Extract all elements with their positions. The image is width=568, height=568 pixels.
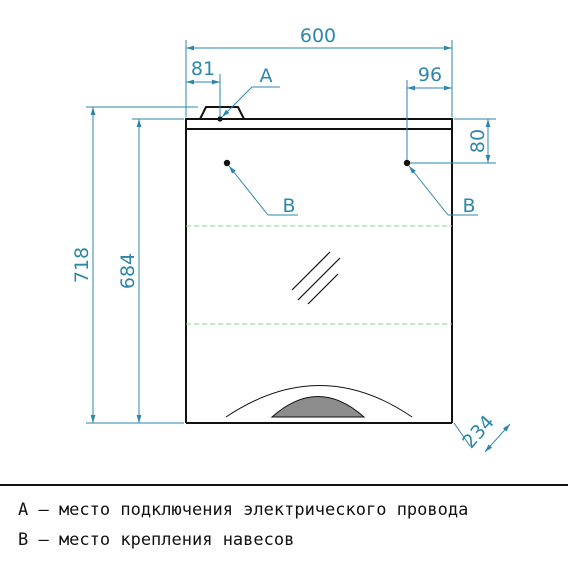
mount-point-right — [403, 159, 411, 167]
marker-b-right-label: B — [462, 195, 475, 217]
marker-b-left-label: B — [282, 195, 295, 217]
connection-point — [217, 116, 223, 122]
basin-outline — [225, 385, 413, 418]
connection-box — [199, 106, 245, 120]
dimension-depth: 234 — [453, 411, 511, 453]
dim-offset-right-label: 96 — [418, 64, 442, 86]
marker-a-label: A — [260, 65, 273, 87]
legend-line-a: А – место подключения электрического про… — [18, 500, 469, 520]
dim-total-height-label: 718 — [71, 247, 93, 283]
dim-offset-a-label: 81 — [191, 58, 215, 80]
top-cap — [185, 118, 453, 130]
dimension-total-height: 718 — [71, 106, 198, 424]
mirror-glare — [291, 251, 341, 305]
marker-b-left: B — [228, 165, 298, 217]
dim-mount-height-label: 80 — [467, 129, 489, 153]
dim-body-height-label: 684 — [117, 253, 139, 289]
marker-a: A — [221, 65, 280, 118]
dimension-offset-right: 96 — [406, 64, 452, 160]
cabinet-outline — [185, 106, 453, 424]
mount-point-left — [223, 159, 231, 167]
dim-depth-label: 234 — [458, 411, 499, 453]
dimension-mount-height: 80 — [410, 118, 496, 164]
dimension-body-height: 684 — [117, 118, 184, 423]
legend-line-b: В – место крепления навесов — [18, 530, 295, 550]
legend-separator — [0, 484, 568, 486]
dim-width-label: 600 — [300, 25, 336, 47]
dimension-width: 600 — [185, 25, 453, 117]
dimension-offset-a: 81 — [186, 58, 221, 117]
marker-b-right: B — [408, 165, 478, 217]
basin-fill — [270, 396, 366, 418]
